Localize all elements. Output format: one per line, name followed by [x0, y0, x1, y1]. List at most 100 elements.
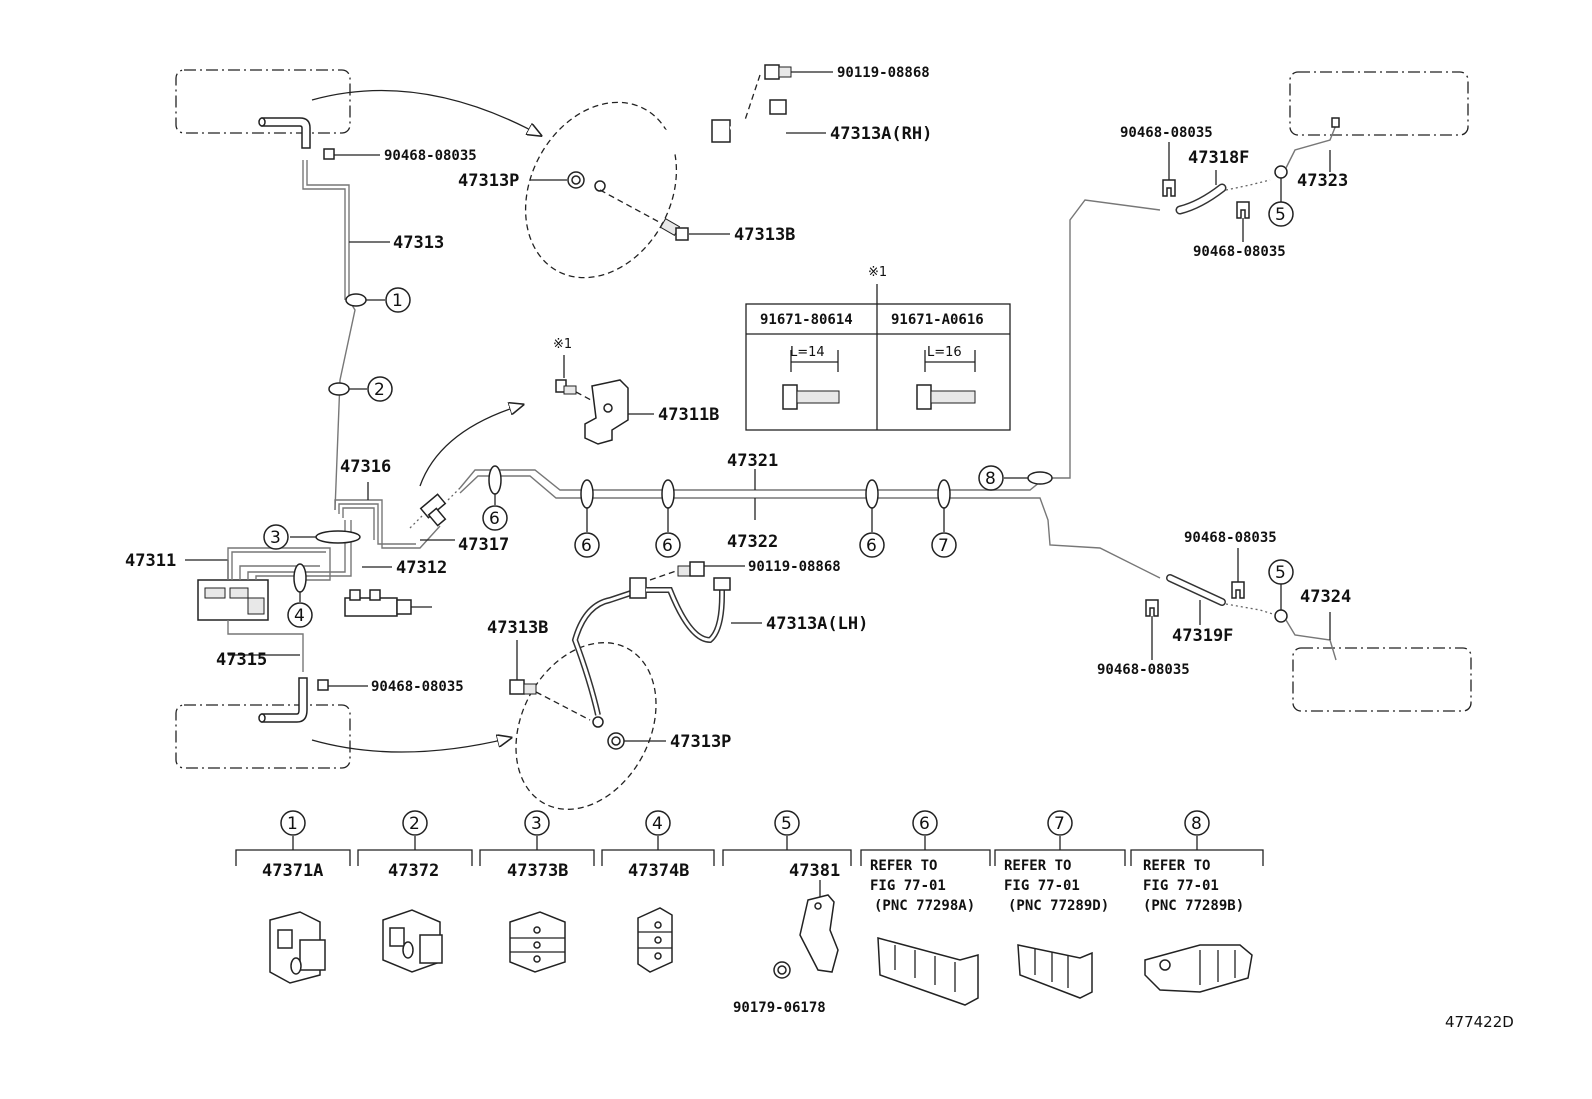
note-mark-table: ※1: [868, 265, 887, 280]
label-47324: 47324: [1300, 587, 1351, 607]
banjo-fitting-rh: [594, 180, 606, 192]
label-47311B: 47311B: [658, 405, 719, 425]
bracket-47381-icon: [799, 894, 839, 973]
clamp-8: 8: [978, 465, 1053, 491]
diagram-id: 477422D: [1445, 1013, 1514, 1031]
legend-item-1: 1 47371A: [262, 810, 326, 984]
clamp-1: [345, 293, 367, 307]
label-47313P-low: 47313P: [670, 732, 731, 752]
svg-text:47381: 47381: [789, 861, 840, 881]
callout-4-main: [287, 602, 313, 628]
label-90119-mid: 90119-08868: [748, 559, 841, 575]
svg-text:(PNC 77298A): (PNC 77298A): [874, 898, 975, 914]
front-left-wheel-area: [175, 704, 351, 769]
clamp-2: [328, 382, 350, 396]
svg-text:6: 6: [919, 814, 930, 834]
callout-5-rear-right: [1268, 201, 1294, 227]
bolt-47313B-low: [509, 679, 537, 695]
svg-text:7: 7: [938, 536, 949, 556]
bolt-90119-top: [764, 64, 792, 80]
svg-text:(PNC 77289D): (PNC 77289D): [1008, 898, 1109, 914]
front-right-wheel-area: [175, 69, 351, 134]
label-47315: 47315: [216, 650, 267, 670]
svg-text:47372: 47372: [388, 861, 439, 881]
bolt-table: [745, 303, 1011, 431]
bolt-table-length-2: L=16: [927, 345, 962, 360]
clip-90468-top: [323, 148, 335, 160]
svg-text:3: 3: [531, 814, 542, 834]
label-47321: 47321: [727, 451, 778, 471]
legend-item-4: 4 47374B: [628, 810, 689, 973]
svg-text:4: 4: [652, 814, 663, 834]
label-90468-left: 90468-08035: [371, 679, 464, 695]
label-47317: 47317: [458, 535, 509, 555]
label-47313B-low: 47313B: [487, 618, 548, 638]
bolt-90119-mid: [677, 561, 705, 577]
svg-text:(PNC 77289B): (PNC 77289B): [1143, 898, 1244, 914]
clamp-6-d: 6: [859, 479, 885, 558]
callout-2-top: [367, 376, 393, 402]
clamp-77298A-icon: [877, 937, 979, 1006]
svg-text:6: 6: [489, 509, 500, 529]
clip-90468-r3: [1231, 581, 1245, 599]
svg-text:FIG 77-01: FIG 77-01: [870, 878, 946, 894]
bolt-icon-l14: [782, 350, 840, 410]
label-47318F: 47318F: [1188, 148, 1249, 168]
legend-item-8: 8 REFER TO FIG 77-01 (PNC 77289B): [1143, 810, 1253, 993]
clamp-77289D-icon: [1017, 944, 1093, 999]
flex-hose-rh: [603, 99, 787, 180]
bolt-47311B: [555, 379, 577, 395]
svg-text:3: 3: [270, 528, 281, 548]
rear-right-wheel-area: [1289, 71, 1469, 136]
svg-text:6: 6: [662, 536, 673, 556]
nut-90179-icon: [773, 961, 791, 979]
svg-text:47371A: 47371A: [262, 861, 323, 881]
label-90468-r3: 90468-08035: [1184, 530, 1277, 546]
clamp-3: [315, 530, 361, 544]
label-47312: 47312: [396, 558, 447, 578]
svg-text:REFER TO: REFER TO: [1143, 858, 1210, 874]
clamp-47374B-icon: [637, 907, 673, 973]
hose-47319F: [1166, 574, 1226, 606]
label-47313A-LH: 47313A(LH): [766, 614, 868, 634]
clamp-47371A-icon: [269, 911, 326, 984]
label-90468-r2: 90468-08035: [1193, 244, 1286, 260]
clamp-47373B-icon: [509, 911, 566, 973]
bolt-47313B-top: [659, 217, 689, 241]
master-cylinder-47312: [344, 589, 432, 617]
label-47319F: 47319F: [1172, 626, 1233, 646]
svg-text:FIG 77-01: FIG 77-01: [1004, 878, 1080, 894]
svg-text:2: 2: [409, 814, 420, 834]
clamp-5-rear-left: [1274, 609, 1288, 623]
label-47322: 47322: [727, 532, 778, 552]
legend-item-3: 3 47373B: [507, 810, 568, 973]
arrow-to-47311B: [419, 405, 522, 487]
legend-item-5: 5 47381 90179-06178: [733, 810, 840, 1016]
clip-90468-r1: [1162, 179, 1176, 197]
label-47313P-top: 47313P: [458, 171, 519, 191]
clamp-6-b: 6: [574, 479, 600, 558]
label-47311: 47311: [125, 551, 176, 571]
svg-text:1: 1: [287, 814, 298, 834]
flex-hose-lh: [571, 577, 731, 716]
svg-text:5: 5: [1275, 563, 1286, 583]
svg-text:8: 8: [1191, 814, 1202, 834]
label-90468-r4: 90468-08035: [1097, 662, 1190, 678]
master-cylinder-47311: [197, 579, 269, 621]
clamp-7: 7: [931, 479, 957, 558]
svg-text:1: 1: [392, 291, 403, 311]
callout-3-main: [263, 524, 289, 550]
svg-text:REFER TO: REFER TO: [1004, 858, 1071, 874]
bolt-table-length-1: L=14: [790, 345, 825, 360]
bolt-icon-l16: [916, 350, 976, 410]
svg-text:47373B: 47373B: [507, 861, 568, 881]
legend-item-2: 2 47372: [382, 810, 443, 973]
union-47317: [409, 487, 461, 529]
svg-text:47374B: 47374B: [628, 861, 689, 881]
bolt-table-part-2: 91671-A0616: [891, 312, 984, 328]
clamp-4: [293, 563, 307, 593]
front-left-hose-stub: [258, 677, 308, 723]
clamp-6-a: 6: [482, 465, 508, 531]
gasket-47313P-top: [567, 171, 585, 189]
